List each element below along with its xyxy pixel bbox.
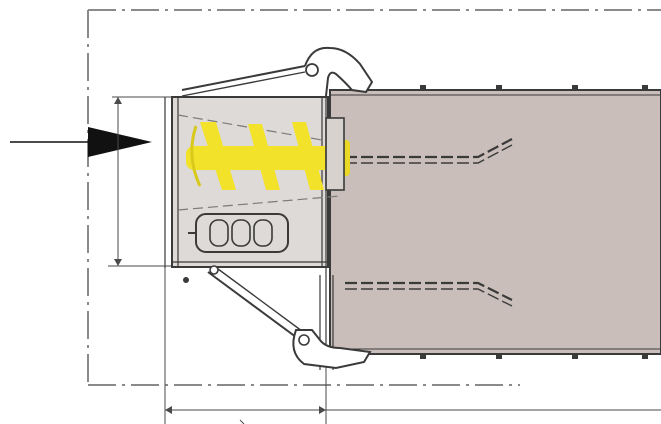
motor-icon xyxy=(188,213,289,253)
height-dimension xyxy=(108,96,178,267)
lower-lid-arm xyxy=(183,265,372,370)
arrow-right-icon xyxy=(10,127,152,157)
conveyor-body xyxy=(329,85,661,359)
coupling-flange xyxy=(319,88,345,370)
length-dimension xyxy=(164,268,661,424)
upper-lid-arm xyxy=(181,46,374,97)
